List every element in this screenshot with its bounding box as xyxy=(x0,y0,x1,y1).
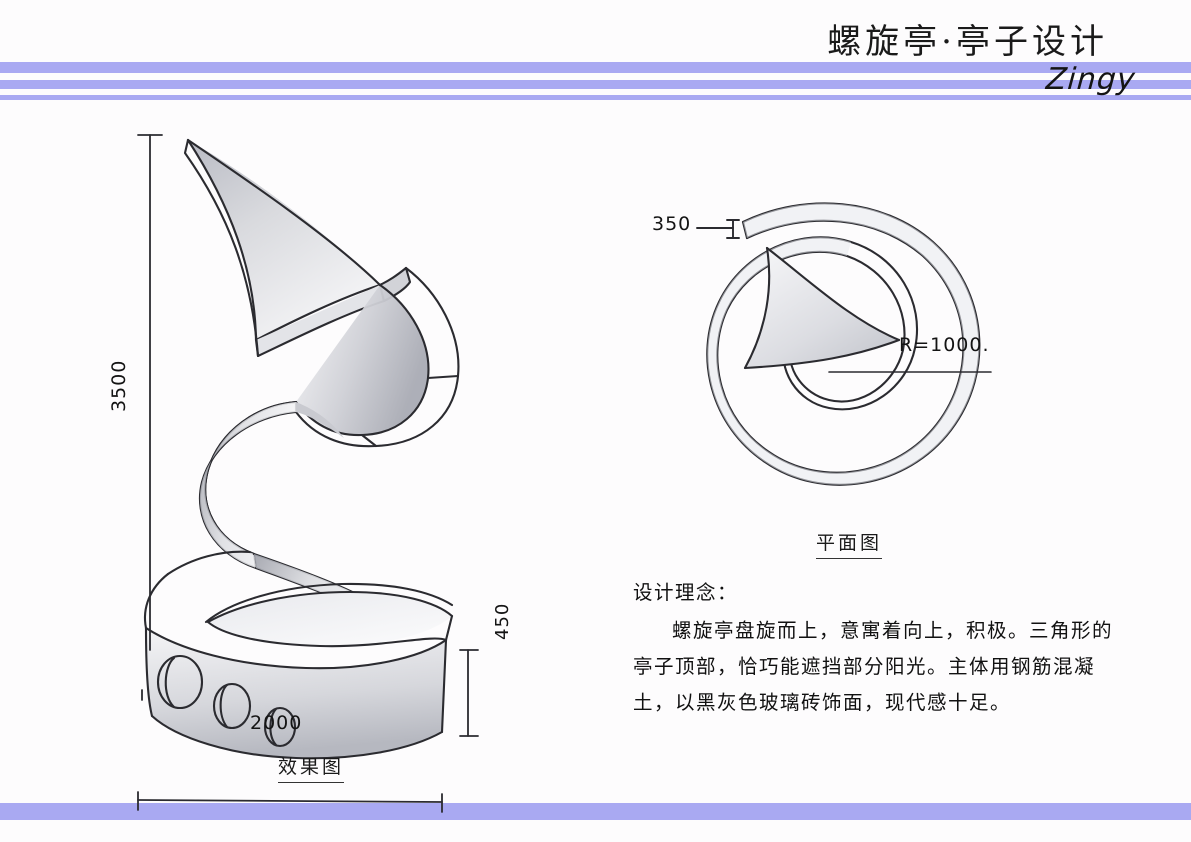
dimension-base-height-450: 450 xyxy=(492,602,513,640)
header-accent-band-medium xyxy=(0,80,1191,89)
header-accent-band-thin xyxy=(0,95,1191,100)
page-title: 螺旋亭·亭子设计 xyxy=(827,22,1108,62)
elevation-sketch xyxy=(80,110,580,813)
dimension-thickness-350: 350 xyxy=(652,213,692,235)
footer-accent-band xyxy=(0,803,1191,820)
author-signature: Zingy xyxy=(1045,62,1138,97)
header-accent-band-thick xyxy=(0,62,1191,73)
caption-elevation: 效果图 xyxy=(278,752,345,783)
design-concept-body: 螺旋亭盘旋而上，意寓着向上，积极。三角形的亭子顶部，恰巧能遮挡部分阳光。主体用钢… xyxy=(633,619,1114,714)
dimension-width-2000: 2000 xyxy=(250,712,303,734)
design-concept-heading: 设计理念： xyxy=(633,581,739,604)
caption-plan: 平面图 xyxy=(816,528,883,559)
dimension-height-3500: 3500 xyxy=(108,359,130,412)
plan-sketch xyxy=(615,150,1045,520)
design-concept-block: 设计理念： 螺旋亭盘旋而上，意寓着向上，积极。三角形的亭子顶部，恰巧能遮挡部分阳… xyxy=(633,575,1123,721)
dimension-radius: R=1000. xyxy=(899,334,990,356)
